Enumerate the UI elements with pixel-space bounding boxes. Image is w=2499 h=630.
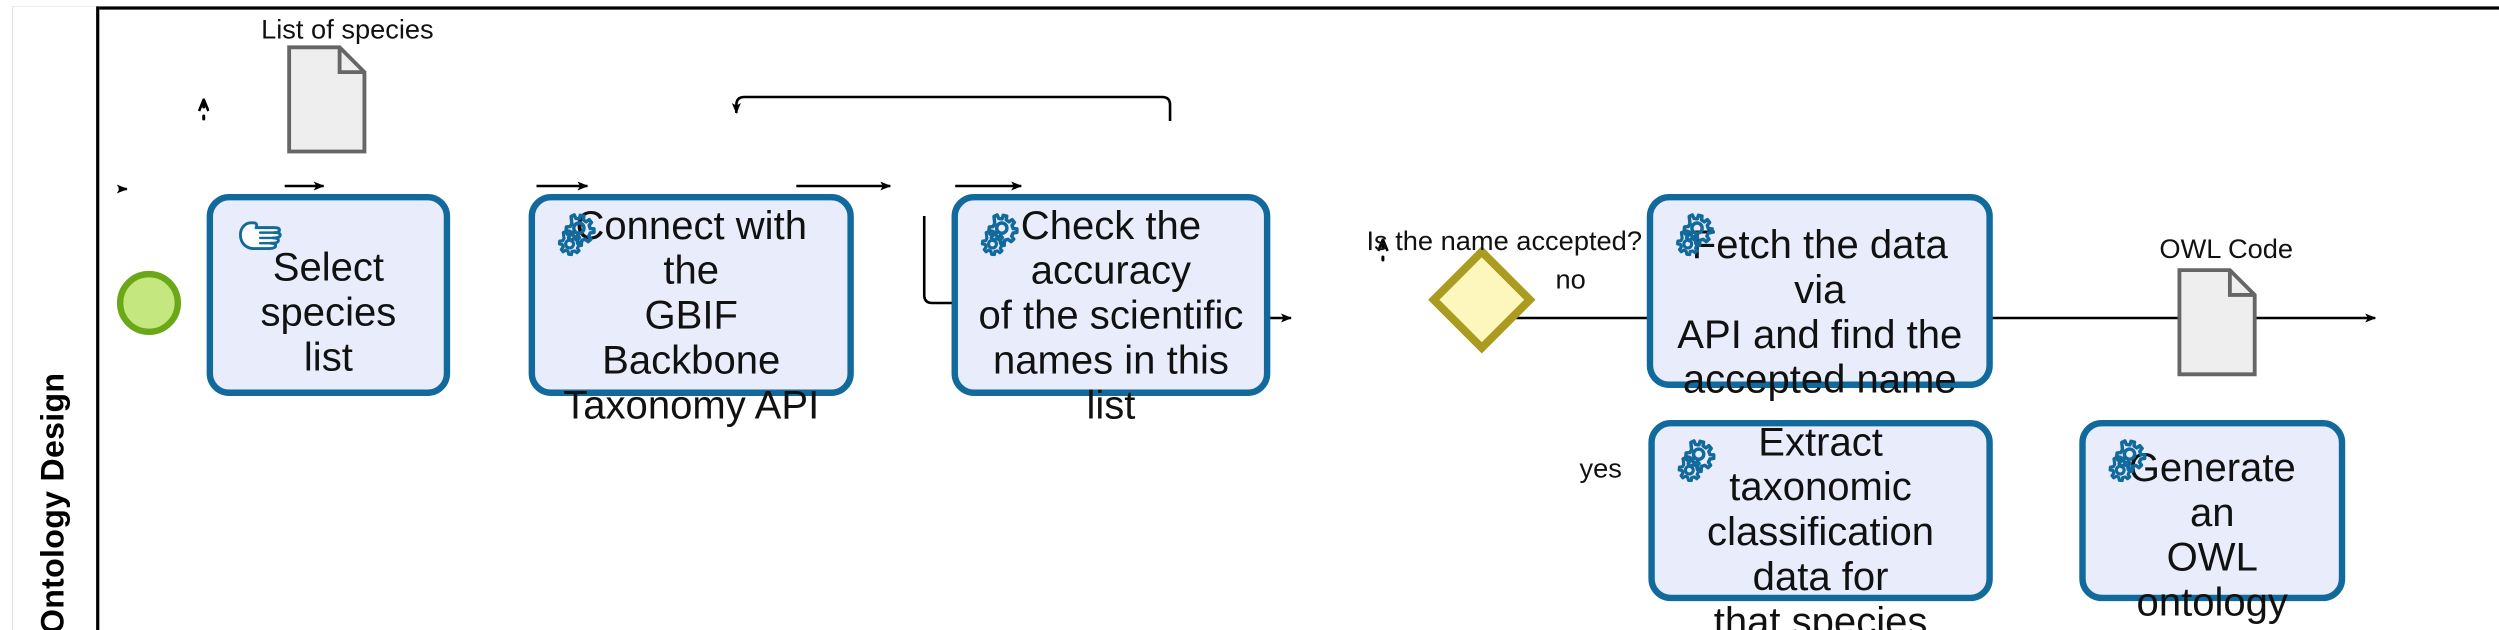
data-object-label-list-of-species: List of species (261, 14, 434, 45)
task-label: Connect with the GBIF Backbone Taxonomy … (563, 203, 820, 429)
gateway-label: Is the name accepted? (1366, 226, 1642, 257)
task-label: Select species list (260, 245, 397, 380)
task-label: Check the accuracy of the scientific nam… (978, 203, 1244, 429)
flow-label-no: no (1555, 264, 1586, 295)
lane-header: Ontology Design (12, 6, 100, 630)
task-generate-owl-ontology[interactable]: Generate an OWL ontology (2079, 420, 2346, 624)
exclusive-gateway-is-name-accepted[interactable] (1426, 244, 1538, 356)
data-object-list-of-species[interactable] (287, 45, 367, 154)
data-object-owl-code[interactable] (2177, 268, 2257, 377)
task-label: Fetch the data via API and find the acce… (1677, 222, 1963, 402)
data-object-label-owl-code: OWL Code (2159, 234, 2294, 265)
start-event[interactable] (116, 270, 182, 336)
task-fetch-data-api[interactable]: Fetch the data via API and find the acce… (1646, 193, 1993, 402)
task-connect-gbif-api[interactable]: Connect with the GBIF Backbone Taxonomy … (528, 193, 854, 428)
flow-label-yes: yes (1579, 453, 1622, 485)
lane-title: Ontology Design (36, 372, 72, 630)
task-label: Generate an OWL ontology (2128, 444, 2296, 625)
task-check-accuracy[interactable]: Check the accuracy of the scientific nam… (951, 193, 1271, 428)
task-select-species-list[interactable]: Select species list (206, 193, 451, 396)
task-extract-taxonomic-data[interactable]: Extract taxonomic classification data fo… (1648, 419, 1993, 630)
task-label: Extract taxonomic classification data fo… (1707, 419, 1935, 630)
